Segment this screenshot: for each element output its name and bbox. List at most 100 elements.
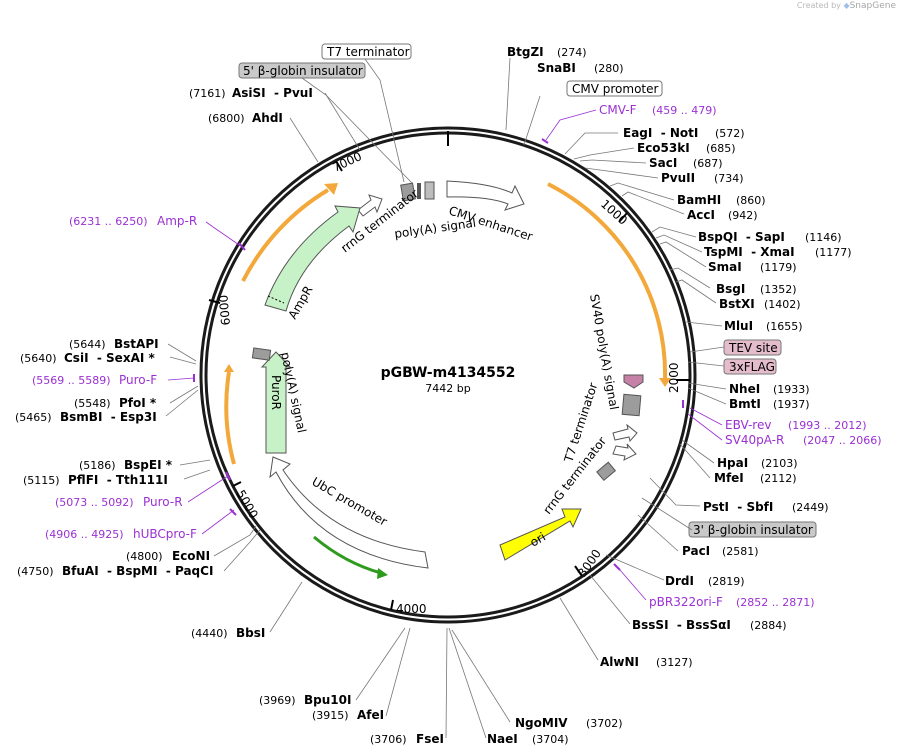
svg-text:(572): (572) [715,127,745,140]
restriction-site-naei[interactable]: NaeI (3704) [487,732,569,746]
svg-text:(4800): (4800) [126,550,163,563]
svg-text:BbsI: BbsI [236,626,265,640]
restriction-site-saci[interactable]: SacI(687) [649,156,723,170]
svg-text:(1402): (1402) [764,298,801,311]
sv40-gray-box [621,393,642,417]
boxlabel-3xflag: 3xFLAG [729,360,775,374]
restriction-site-bpu10i[interactable]: (3969)Bpu10I [259,693,351,707]
svg-text:BssSI - BssSαI: BssSI - BssSαI [632,618,731,632]
svg-text:MluI: MluI [724,319,753,333]
svg-text:(1179): (1179) [760,261,797,274]
sv40-polya-arrow [623,374,644,389]
orange-feature-left-arrowhead [224,364,234,372]
svg-text:BamHI: BamHI [677,193,721,207]
svg-text:(1937): (1937) [773,398,810,411]
restriction-site-psti-sbfi[interactable]: PstI - SbfI(2449) [703,500,829,514]
svg-text:(942): (942) [728,209,758,222]
label-polya-top: poly(A) signal [393,216,476,241]
ampr-dash [267,295,285,304]
svg-text:(3704): (3704) [532,733,569,746]
plasmid-length: 7442 bp [425,382,470,395]
restriction-site-fsei[interactable]: (3706)FseI [370,732,444,746]
polya-box-top [424,181,435,200]
restriction-site-bspei[interactable]: (5186)BspEI * [79,458,173,472]
svg-text:(860): (860) [736,194,766,207]
restriction-site-hpai[interactable]: HpaI(2103) [717,456,798,470]
restriction-site-bfuai-bspmi-paqci[interactable]: (4750)BfuAI - BspMI - PaqCI [17,564,213,578]
restriction-site-acci[interactable]: AccI(942) [687,208,758,222]
restriction-site-bsssi[interactable]: BssSI - BssSαI(2884) [632,618,787,632]
restriction-site-btgzi[interactable]: BtgZI(274) [507,45,587,59]
svg-text:AlwNI: AlwNI [600,655,639,669]
restriction-site-nhei[interactable]: NheI(1933) [729,382,810,396]
restriction-site-snabi[interactable]: SnaBI(280) [537,61,624,75]
t7-arrow-inner [612,423,638,443]
restriction-site-bamhi[interactable]: BamHI (860) [677,193,766,207]
primer-sv40pa-r[interactable]: SV40pA-R(2047 .. 2066) [725,433,882,447]
label-puror: PuroR [269,375,283,410]
svg-text:(6231 .. 6250): (6231 .. 6250) [69,215,148,228]
orange-feature-right [547,182,668,381]
svg-text:(4750): (4750) [17,565,54,578]
primer-leader-lines [167,109,723,601]
restriction-site-paci[interactable]: PacI(2581) [682,544,759,558]
restriction-site-alwni[interactable]: AlwNI(3127) [600,655,693,669]
restriction-site-csii-sexai[interactable]: (5640)CsiI - SexAI * [20,351,155,365]
boxlabel-tev-site: TEV site [728,341,778,355]
primer-hubcpro-f[interactable]: (4906 .. 4925)hUBCpro-F [45,527,197,541]
restriction-site-mlui[interactable]: MluI(1655) [724,319,803,333]
restriction-site-bbsi[interactable]: (4440) BbsI [191,626,265,640]
primer-puro-r[interactable]: (5073 .. 5092)Puro-R [55,495,183,509]
restriction-site-tspmi-xmai[interactable]: TspMI - XmaI(1177) [704,245,852,259]
svg-text:(4440): (4440) [191,627,228,640]
snapgene-credit: Created by ◆SnapGene [797,1,896,11]
svg-text:(274): (274) [557,46,587,59]
svg-text:(2103): (2103) [761,457,798,470]
svg-text:SmaI: SmaI [708,260,742,274]
svg-text:(6800): (6800) [208,112,245,125]
svg-text:(2581): (2581) [722,545,759,558]
restriction-site-mfei[interactable]: MfeI(2112) [714,471,797,485]
svg-text:(5640): (5640) [20,352,57,365]
primer-puro-f[interactable]: (5569 .. 5589)Puro-F [32,373,157,387]
credit-prefix: Created by [796,1,841,10]
restriction-site-pfoi[interactable]: (5548)PfoI * [74,396,157,410]
restriction-site-bstxi[interactable]: BstXI(1402) [719,297,801,311]
svg-text:Eco53kI: Eco53kI [637,141,690,155]
ori-arrow [499,508,582,561]
restriction-site-pvuii[interactable]: PvuII(734) [661,171,744,185]
svg-text:FseI: FseI [416,732,444,746]
svg-text:NaeI: NaeI [487,732,518,746]
box-3-globin [688,521,817,538]
rrng-arrow-inner [612,443,637,461]
restriction-site-eagi-noti[interactable]: EagI - NotI(572) [623,126,745,140]
primer-amp-r[interactable]: (6231 .. 6250)Amp-R [69,214,197,228]
primer-pbr322ori-f[interactable]: pBR322ori-F(2852 .. 2871) [649,595,815,609]
restriction-site-bsgi[interactable]: BsgI(1352) [716,282,797,296]
restriction-site-bstapi[interactable]: (5644)BstAPI [69,337,159,351]
svg-text:MfeI: MfeI [714,471,744,485]
restriction-site-ngomiv[interactable]: NgoMIV(3702) [515,716,623,730]
svg-text:PfoI *: PfoI * [119,396,157,410]
primer-ebv-rev[interactable]: EBV-rev(1993 .. 2012) [725,418,867,432]
svg-text:(5186): (5186) [79,459,116,472]
restriction-site-bsmbi-esp3i[interactable]: (5465)BsmBI - Esp3I [15,410,157,424]
restriction-site-bmti[interactable]: BmtI(1937) [729,397,810,411]
polya-box-top-2 [417,183,421,199]
restriction-site-asisi-pvui[interactable]: (7161)AsiSI - PvuI [189,86,313,100]
restriction-site-smai[interactable]: SmaI (1179) [708,260,797,274]
svg-text:PflFI - Tth111I: PflFI - Tth111I [68,473,168,487]
plasmid-name: pGBW-m4134552 [381,365,516,381]
restriction-site-afei[interactable]: (3915)AfeI [312,708,384,722]
restriction-site-drdi[interactable]: DrdI(2819) [665,574,745,588]
restriction-site-ahdi[interactable]: (6800)AhdI [208,111,283,125]
restriction-site-eco53ki[interactable]: Eco53kI(685) [637,141,736,155]
puror-arrow [260,351,292,454]
primer-cmv-f[interactable]: CMV-F(459 .. 479) [599,103,717,117]
svg-text:(2852 .. 2871): (2852 .. 2871) [736,596,815,609]
restriction-site-econi[interactable]: (4800)EcoNI [126,549,210,563]
restriction-site-pflfi-tth111i[interactable]: (5115)PflFI - Tth111I [23,473,168,487]
svg-text:(2449): (2449) [792,501,829,514]
restriction-site-bspqi-sapi[interactable]: BspQI - SapI(1146) [698,230,842,244]
tick-label-7000: 7000 [330,149,364,175]
